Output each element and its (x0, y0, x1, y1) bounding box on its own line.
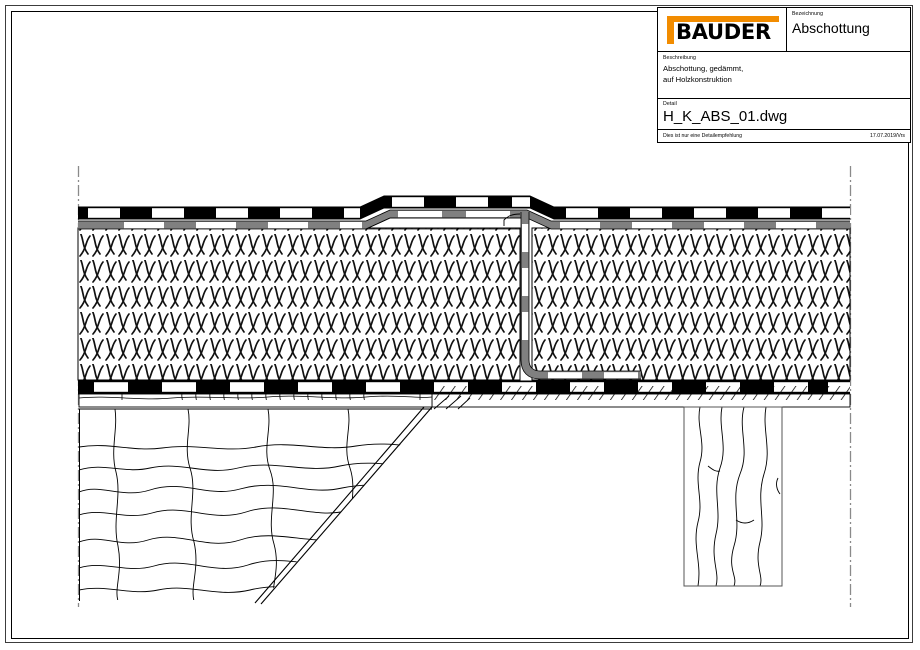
designation-cell: Bezeichnung Abschottung (787, 8, 910, 51)
membrane-return-curve (503, 213, 521, 226)
waterproofing-membrane (78, 195, 850, 220)
thermal-insulation-right (531, 227, 851, 381)
fire-barrier-upstand-membrane (520, 212, 641, 380)
logo-accent-bar (667, 16, 779, 22)
title-block-row-description: Beschreibung Abschottung, gedämmt, auf H… (658, 52, 910, 99)
title-block-row-footer: Dies ist nur eine Detailempfehlung 17.07… (658, 130, 910, 143)
extent-boundary-lines (77, 166, 852, 607)
separation-line-centre (365, 217, 527, 230)
logo-accent-tick (667, 16, 674, 44)
footer-date: 17.07.2019/Vrs (870, 133, 905, 139)
description-line-2: auf Holzkonstruktion (663, 74, 732, 84)
designation-value: Abschottung (792, 20, 870, 36)
logo-wordmark: BAUDER (676, 20, 771, 44)
title-block-row-detail: Detail H_K_ABS_01.dwg (658, 99, 910, 130)
vapour-control-layer (78, 209, 850, 230)
detail-label: Detail (663, 101, 677, 107)
bauder-logo: BAUDER (667, 16, 779, 44)
junction-hatch (433, 395, 471, 410)
title-block: BAUDER Bezeichnung Abschottung Beschreib… (657, 7, 911, 143)
detail-value: H_K_ABS_01.dwg (663, 108, 788, 125)
logo-cell: BAUDER (658, 8, 787, 51)
timber-post-right (683, 406, 783, 587)
sheet-frame-inner (11, 11, 909, 639)
footer-note: Dies ist nur eine Detailempfehlung (663, 133, 743, 139)
break-line (254, 406, 433, 605)
title-block-row-designation: BAUDER Bezeichnung Abschottung (658, 8, 910, 52)
timber-board-left (78, 393, 433, 408)
description-line-1: Abschottung, gedämmt, (663, 64, 744, 73)
sheet-frame-outer (5, 5, 913, 643)
timber-decking-right (431, 386, 851, 408)
description-label: Beschreibung (663, 55, 696, 61)
thermal-insulation-left (77, 227, 521, 381)
description-value: Abschottung, gedämmt, auf Holzkonstrukti… (663, 64, 743, 85)
designation-label: Bezeichnung (792, 11, 824, 17)
